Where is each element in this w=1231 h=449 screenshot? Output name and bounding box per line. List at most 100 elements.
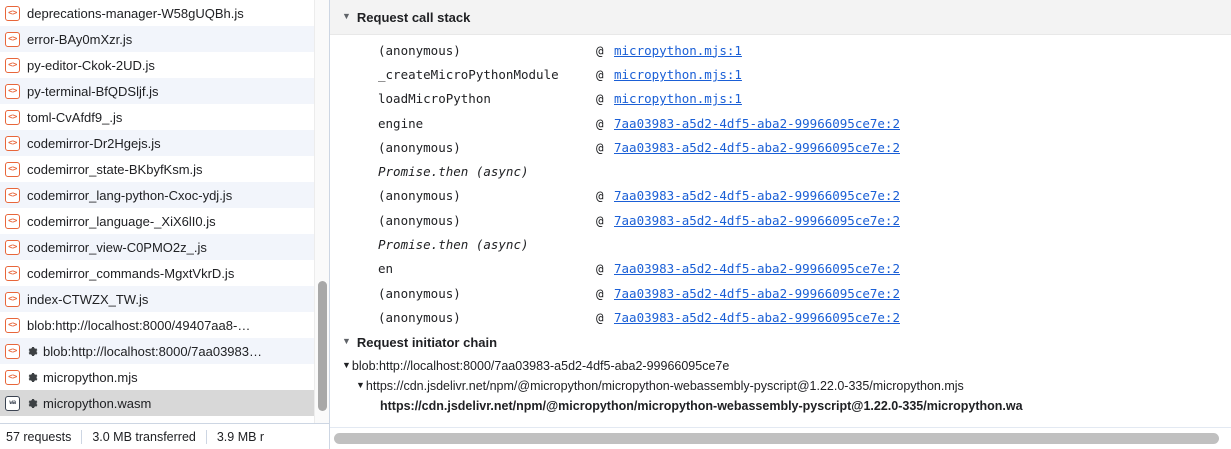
call-stack-source-link[interactable]: 7aa03983-a5d2-4df5-aba2-99966095ce7e:2 — [614, 285, 900, 301]
request-row[interactable]: <>blob:http://localhost:8000/7aa03983… — [0, 338, 329, 364]
chevron-down-icon[interactable]: ▼ — [342, 359, 351, 370]
summary-requests: 57 requests — [6, 429, 72, 444]
request-row-label: blob:http://localhost:8000/49407aa8-… — [27, 317, 251, 333]
call-stack-source-link[interactable]: 7aa03983-a5d2-4df5-aba2-99966095ce7e:2 — [614, 115, 900, 131]
request-row[interactable]: <> codemirror_lang-python-Cxoc-ydj.js — [0, 182, 329, 208]
call-stack-source-link[interactable]: micropython.mjs:1 — [614, 91, 742, 107]
request-row-label: codemirror_state-BKbyfKsm.js — [27, 161, 203, 177]
chevron-down-icon: ▼ — [342, 10, 351, 21]
request-row-label: codemirror-Dr2Hgejs.js — [27, 135, 161, 151]
call-stack-source-link[interactable]: 7aa03983-a5d2-4df5-aba2-99966095ce7e:2 — [614, 212, 900, 228]
request-row-label: codemirror_commands-MgxtVkrD.js — [27, 265, 235, 281]
at-symbol: @ — [596, 42, 604, 58]
call-stack-row: (anonymous)@7aa03983-a5d2-4df5-aba2-9996… — [330, 305, 1231, 329]
request-row[interactable]: <> micropython.mjs — [0, 364, 329, 390]
request-row-label: codemirror_view-C0PMO2z_.js — [27, 239, 207, 255]
request-row[interactable]: <>codemirror-Dr2Hgejs.js — [0, 130, 329, 156]
request-row[interactable]: <> blob:http://localhost:8000/49407aa8-… — [0, 312, 329, 338]
request-row[interactable]: <> deprecations-manager-W58gUQBh.js — [0, 0, 329, 26]
at-symbol: @ — [596, 261, 604, 277]
horizontal-scrollbar[interactable] — [330, 427, 1231, 449]
call-stack-function-name: (anonymous) — [378, 212, 461, 228]
request-row-label: deprecations-manager-W58gUQBh.js — [27, 5, 244, 21]
js-file-icon: <> — [5, 5, 20, 21]
initiator-chain-row[interactable]: https://cdn.jsdelivr.net/npm/@micropytho… — [330, 396, 1231, 416]
js-file-icon: <> — [5, 291, 20, 307]
request-row[interactable]: <> error-BAy0mXzr.js — [0, 26, 329, 52]
request-row[interactable]: <>py-terminal-BfQDSljf.js — [0, 78, 329, 104]
summary-resources: 3.9 MB r — [216, 429, 265, 444]
request-row-label: toml-CvAfdf9_.js — [27, 109, 123, 125]
call-stack-function-name: engine — [378, 115, 424, 131]
chevron-down-icon[interactable]: ▼ — [356, 379, 365, 390]
wasm-file-icon: wa — [5, 395, 20, 411]
at-symbol: @ — [596, 91, 604, 107]
call-stack-function-name: _createMicroPythonModule — [378, 66, 559, 82]
js-file-icon: <> — [5, 213, 20, 229]
js-file-icon: <> — [5, 109, 20, 125]
request-initiator-chain-header[interactable]: ▼ Request initiator chain — [330, 329, 1231, 356]
request-row-label: error-BAy0mXzr.js — [27, 31, 133, 47]
network-summary-bar: 57 requests 3.0 MB transferred 3.9 MB r — [0, 423, 329, 449]
call-stack-source-link[interactable]: 7aa03983-a5d2-4df5-aba2-99966095ce7e:2 — [614, 139, 900, 155]
call-stack-async-marker: Promise.then (async) — [330, 159, 1231, 183]
horizontal-scrollbar-thumb[interactable] — [334, 433, 1219, 444]
call-stack-function-name: en — [378, 261, 394, 277]
call-stack-function-name: loadMicroPython — [378, 91, 491, 107]
call-stack-function-name: (anonymous) — [378, 42, 461, 58]
request-row-label: blob:http://localhost:8000/7aa03983… — [43, 343, 263, 359]
call-stack-function-name: Promise.then (async) — [378, 164, 529, 180]
call-stack-source-link[interactable]: 7aa03983-a5d2-4df5-aba2-99966095ce7e:2 — [614, 309, 900, 325]
vertical-scrollbar-thumb[interactable] — [318, 281, 327, 411]
request-row-label: codemirror_lang-python-Cxoc-ydj.js — [27, 187, 233, 203]
initiator-chain-url: https://cdn.jsdelivr.net/npm/@micropytho… — [365, 378, 964, 393]
call-stack-source-link[interactable]: 7aa03983-a5d2-4df5-aba2-99966095ce7e:2 — [614, 188, 900, 204]
initiator-chain-row[interactable]: ▼blob:http://localhost:8000/7aa03983-a5d… — [330, 356, 1231, 376]
request-row[interactable]: <>codemirror_language-_XiX6lI0.js — [0, 208, 329, 234]
js-file-icon: <> — [5, 57, 20, 73]
js-file-icon: <> — [5, 161, 20, 177]
js-file-icon: <> — [5, 83, 20, 99]
call-stack-list: (anonymous)@micropython.mjs:1_createMicr… — [330, 35, 1231, 330]
request-row-label: micropython.mjs — [43, 369, 138, 385]
call-stack-function-name: Promise.then (async) — [378, 237, 529, 253]
initiator-chain-list: ▼blob:http://localhost:8000/7aa03983-a5d… — [330, 356, 1231, 449]
call-stack-source-link[interactable]: 7aa03983-a5d2-4df5-aba2-99966095ce7e:2 — [614, 261, 900, 277]
call-stack-function-name: (anonymous) — [378, 285, 461, 301]
request-row-label: py-editor-Ckok-2UD.js — [27, 57, 155, 73]
call-stack-function-name: (anonymous) — [378, 188, 461, 204]
js-file-icon: <> — [5, 369, 20, 385]
call-stack-row: (anonymous)@7aa03983-a5d2-4df5-aba2-9996… — [330, 135, 1231, 159]
call-stack-row: loadMicroPython @ micropython.mjs:1 — [330, 87, 1231, 111]
gear-icon — [27, 346, 38, 357]
request-row[interactable]: wa micropython.wasm — [0, 390, 329, 416]
js-file-icon: <> — [5, 265, 20, 281]
vertical-scrollbar[interactable] — [314, 0, 329, 423]
at-symbol: @ — [596, 66, 604, 82]
call-stack-async-marker: Promise.then (async) — [330, 232, 1231, 256]
js-file-icon: <> — [5, 317, 20, 333]
call-stack-function-name: (anonymous) — [378, 309, 461, 325]
call-stack-source-link[interactable]: micropython.mjs:1 — [614, 66, 742, 82]
request-list[interactable]: <> deprecations-manager-W58gUQBh.js <> erro… — [0, 0, 329, 423]
request-row[interactable]: <> py-editor-Ckok-2UD.js — [0, 52, 329, 78]
request-row[interactable]: <> codemirror_state-BKbyfKsm.js — [0, 156, 329, 182]
js-file-icon: <> — [5, 239, 20, 255]
js-file-icon: <> — [5, 187, 20, 203]
call-stack-source-link[interactable]: micropython.mjs:1 — [614, 42, 742, 58]
request-row[interactable]: <> toml-CvAfdf9_.js — [0, 104, 329, 130]
request-row-label: micropython.wasm — [43, 395, 152, 411]
call-stack-row: _createMicroPythonModule @ micropython.mjs… — [330, 62, 1231, 86]
js-file-icon: <> — [5, 31, 20, 47]
at-symbol: @ — [596, 139, 604, 155]
request-list-panel: <> deprecations-manager-W58gUQBh.js <> erro… — [0, 0, 330, 449]
summary-divider-1 — [81, 429, 83, 444]
request-row[interactable]: <> codemirror_view-C0PMO2z_.js — [0, 234, 329, 260]
at-symbol: @ — [596, 188, 604, 204]
initiator-chain-url: blob:http://localhost:8000/7aa03983-a5d2… — [351, 358, 730, 373]
request-call-stack-header[interactable]: ▼ Request call stack — [330, 0, 1231, 35]
request-row[interactable]: <>index-CTWZX_TW.js — [0, 286, 329, 312]
initiator-chain-row[interactable]: ▼https://cdn.jsdelivr.net/npm/@micropyth… — [330, 376, 1231, 396]
request-row[interactable]: <> codemirror_commands-MgxtVkrD.js — [0, 260, 329, 286]
